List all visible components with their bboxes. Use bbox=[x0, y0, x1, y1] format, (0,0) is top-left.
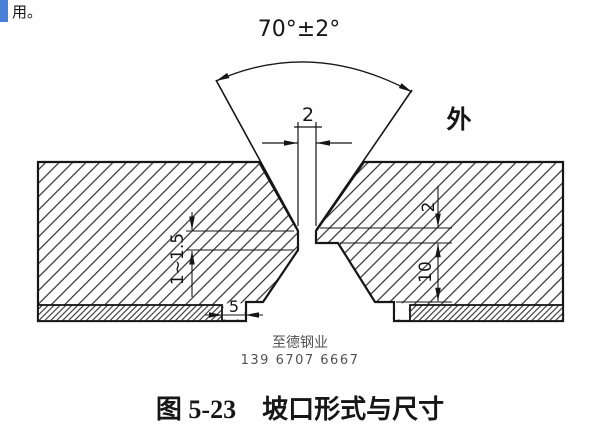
bevel-extension-lines bbox=[215, 79, 413, 231]
root-gap-dimension: 2 bbox=[262, 104, 352, 226]
outside-side-label: 外 bbox=[446, 105, 471, 134]
left-backing-strip bbox=[37, 304, 223, 322]
root-face-label: 1~1.5 bbox=[168, 233, 188, 285]
left-bevel-extension-line bbox=[215, 79, 299, 231]
right-bevel-extension-line bbox=[315, 89, 413, 231]
watermark: 至德钢业 139 6707 6667 bbox=[241, 335, 360, 368]
groove-angle-label: 70°±2° bbox=[258, 17, 340, 42]
right-relief-notch bbox=[395, 303, 409, 320]
right-side-dimensions: 2 10 bbox=[320, 186, 452, 303]
angle-dimension-arc bbox=[215, 61, 413, 93]
right-root-face-label: 2 bbox=[419, 202, 439, 213]
watermark-phone: 139 6707 6667 bbox=[241, 353, 360, 368]
watermark-company: 至德钢业 bbox=[272, 335, 328, 351]
figure-caption: 图 5-23 坡口形式与尺寸 bbox=[156, 395, 444, 424]
page-corner-accent bbox=[0, 0, 8, 22]
right-plate-section bbox=[314, 160, 565, 323]
page-text-fragment: 用。 bbox=[12, 5, 42, 21]
left-root-face-dimension: 1~1.5 bbox=[168, 212, 294, 297]
depth-label: 10 bbox=[416, 261, 436, 283]
step-label: 5 bbox=[229, 297, 239, 316]
root-gap-label: 2 bbox=[302, 104, 314, 126]
bottom-step-dimension: 5 bbox=[205, 297, 263, 318]
groove-angle-dimension: 70°±2° bbox=[215, 17, 413, 93]
right-backing-strip bbox=[409, 304, 564, 322]
